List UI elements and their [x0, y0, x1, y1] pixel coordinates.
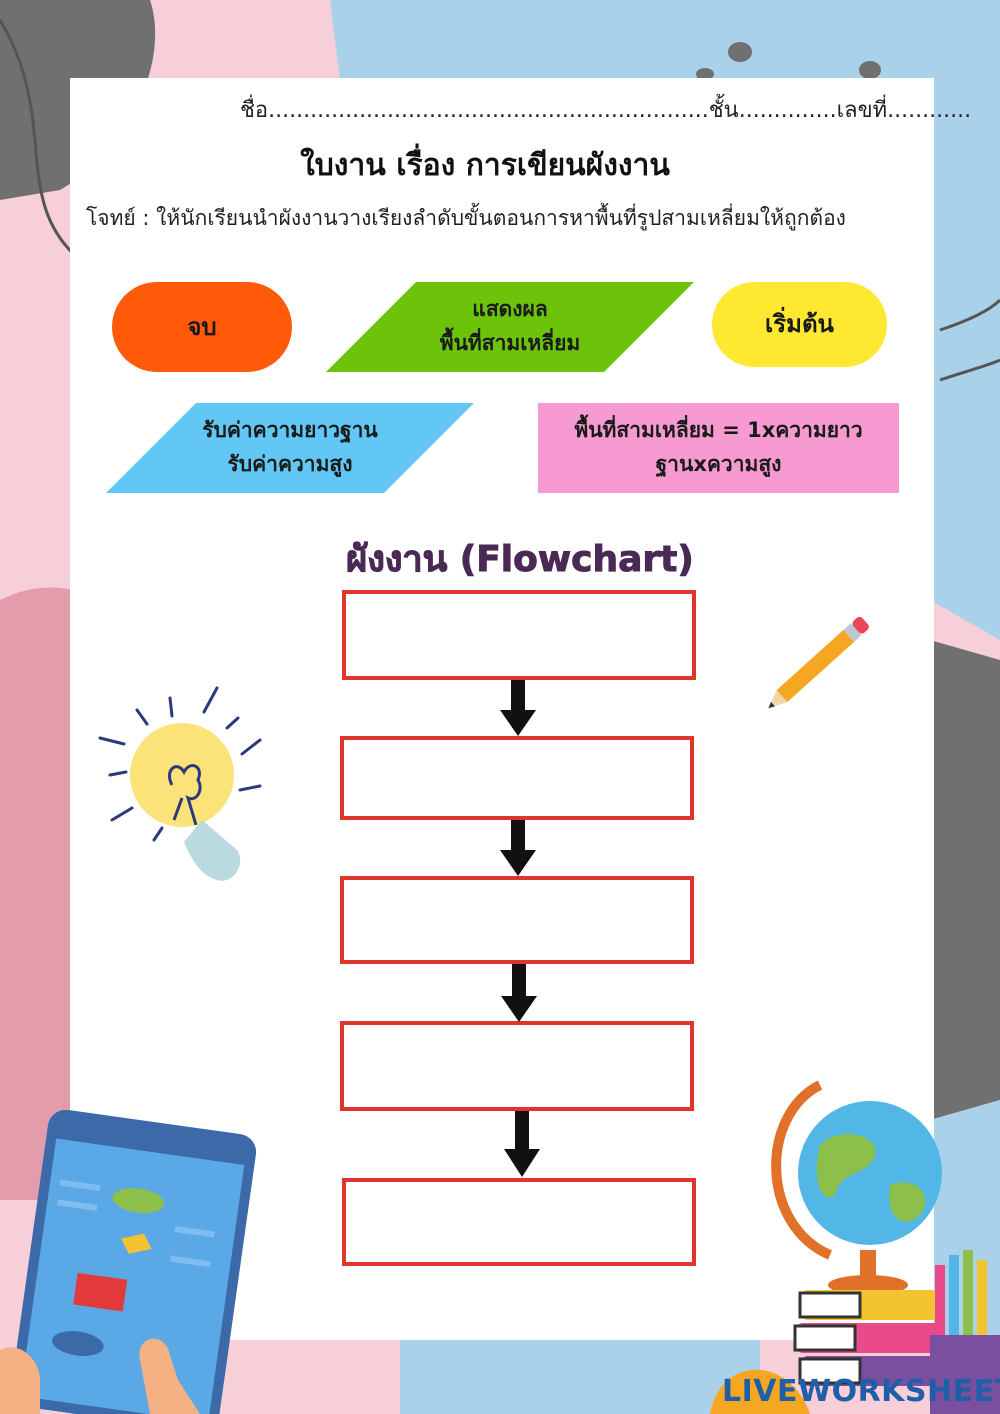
- end-terminator-shape[interactable]: จบ: [112, 282, 292, 372]
- brand-watermark: LIVEWORKSHEETS: [722, 1374, 1000, 1409]
- tablet-icon: [0, 1110, 257, 1414]
- start-terminator-shape[interactable]: เริ่มต้น: [712, 282, 887, 367]
- pencil-cup-icon: [930, 1250, 1000, 1414]
- flowchart-drop-box-4[interactable]: [340, 1021, 694, 1111]
- input-shape-label: รับค่าความยาวฐาน รับค่าความสูง: [176, 403, 404, 493]
- arrow-down-icon: [501, 964, 537, 1022]
- output-line-1: แสดงผล: [472, 297, 548, 322]
- class-label: ชั้น: [708, 98, 739, 123]
- worksheet-title: ใบงาน เรื่อง การเขียนผังงาน: [300, 148, 670, 183]
- flowchart-title: ผังงาน (Flowchart): [346, 539, 695, 581]
- start-label: เริ่มต้น: [765, 310, 834, 339]
- number-label: เลขที่: [836, 98, 888, 123]
- flowchart-drop-box-5[interactable]: [342, 1178, 696, 1266]
- instruction-text: โจทย์ : ให้นักเรียนนำผังงานวางเรียงลำดับ…: [86, 206, 846, 230]
- arrow-down-icon: [504, 1111, 540, 1177]
- output-line-2: พื้นที่สามเหลี่ยม: [439, 331, 581, 355]
- input-line-2: รับค่าความสูง: [227, 452, 353, 476]
- lightbulb-icon: [98, 686, 262, 881]
- process-rectangle-shape[interactable]: พื้นที่สามเหลี่ยม = 1xความยาว ฐานxความสู…: [538, 403, 899, 493]
- output-shape-label: แสดงผล พื้นที่สามเหลี่ยม: [396, 282, 624, 372]
- input-line-1: รับค่าความยาวฐาน: [202, 418, 378, 443]
- student-info-line: ชื่อ....................................…: [240, 92, 971, 127]
- flowchart-drop-box-2[interactable]: [340, 736, 694, 820]
- arrow-down-icon: [500, 680, 536, 736]
- flowchart-drop-box-3[interactable]: [340, 876, 694, 964]
- name-label: ชื่อ: [240, 98, 269, 123]
- process-line-1: พื้นที่สามเหลี่ยม = 1xความยาว: [574, 418, 863, 443]
- flowchart-drop-box-1[interactable]: [342, 590, 696, 680]
- globe-icon: [710, 1080, 945, 1414]
- number-field[interactable]: ............: [887, 98, 972, 123]
- name-field[interactable]: ........................................…: [268, 98, 709, 123]
- end-label: จบ: [187, 312, 217, 341]
- process-line-2: ฐานxความสูง: [655, 452, 782, 476]
- pencil-icon: [768, 616, 869, 709]
- input-parallelogram-shape[interactable]: [106, 403, 474, 493]
- arrow-down-icon: [500, 820, 536, 876]
- output-parallelogram-shape[interactable]: [326, 282, 694, 372]
- class-field[interactable]: ..............: [738, 98, 837, 123]
